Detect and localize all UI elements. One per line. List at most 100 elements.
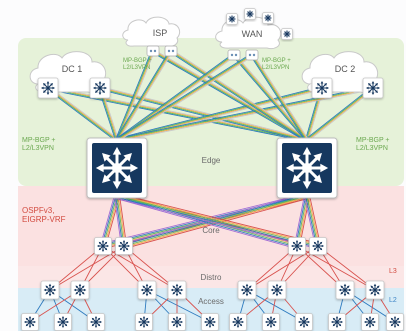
arrow-head [229, 16, 231, 18]
edge-left-uplink-6-strand [116, 54, 235, 141]
arrow-head [142, 285, 146, 289]
arrow-head [371, 317, 375, 321]
arrow-head [31, 323, 35, 327]
arrow-head [24, 320, 27, 324]
switch-hub [98, 86, 102, 90]
arrow-head [275, 294, 279, 297]
wan-port-0-body [227, 49, 241, 61]
arrow-head [299, 317, 303, 321]
arrow-head [365, 317, 369, 321]
arrow-head [338, 323, 342, 327]
switch-hub [46, 86, 50, 90]
access-switch-2 [87, 313, 105, 331]
isp-port-1-dot [167, 49, 171, 53]
arrow-head [321, 244, 324, 248]
arrow-head [373, 283, 377, 286]
core-right-switch-0 [288, 237, 306, 255]
arrow-head [104, 241, 108, 245]
arrow-head [265, 19, 267, 21]
arrow-head [368, 90, 371, 93]
switch-hub [269, 320, 273, 324]
arrow-head [98, 247, 102, 251]
switch-glyph [204, 316, 216, 328]
arrow-head [267, 20, 269, 22]
arrow-head [249, 10, 251, 12]
arrow-head [46, 80, 50, 84]
edge-right-uplink-5-strand [170, 50, 308, 141]
arrow-head [142, 316, 146, 319]
arrow-head [142, 325, 146, 328]
arrow-head [298, 320, 301, 324]
arrow-head [300, 244, 303, 248]
distro-switch-7 [365, 280, 385, 300]
arrow-head [94, 325, 98, 328]
arrow-head [312, 244, 315, 248]
arrow-head [376, 291, 380, 295]
edge-right-uplink-5-strand [170, 50, 308, 141]
switch-glyph [365, 80, 381, 96]
switch-hub [145, 288, 149, 292]
arrow-head [316, 240, 320, 243]
switch-hub [275, 288, 279, 292]
switch-hub [393, 320, 397, 324]
edge-right-core-1-strand [123, 194, 308, 246]
arrow-head [204, 320, 207, 324]
arrow-head [205, 317, 209, 321]
edge-left-uplink-0 [46, 86, 119, 142]
wan-port-0-dot [230, 53, 234, 57]
isp-cloud: ISP [122, 16, 181, 47]
arrow-head [288, 35, 290, 37]
arrow-head [54, 288, 57, 292]
l2-label: L2 [389, 297, 397, 304]
arrow-head [265, 320, 268, 324]
wan-router-icon-0 [226, 13, 238, 25]
edge-left-uplink-5 [115, 49, 173, 142]
arrow-head [92, 86, 96, 90]
arrow-head [335, 316, 339, 319]
core-right-distro-1-0-strand [246, 245, 319, 291]
edge-left-uplink-7-strand [116, 54, 253, 141]
access-switch-11 [386, 313, 404, 331]
arrow-head [147, 320, 150, 324]
arrow-head [31, 317, 35, 321]
arrow-head [320, 163, 329, 173]
arrow-head [324, 90, 327, 93]
arrow-head [125, 247, 129, 251]
arrow-head [66, 320, 69, 324]
arrow-head [349, 288, 352, 292]
edge-left-uplink-5-strand [117, 51, 173, 142]
edge-right-uplink-7 [250, 53, 309, 142]
arrow-head [73, 288, 76, 292]
switch-hub [122, 244, 126, 248]
arrow-head [364, 320, 367, 324]
switch-glyph [283, 30, 291, 38]
arrow-head [305, 317, 309, 321]
switch-glyph [170, 283, 184, 297]
arrow-head [298, 247, 302, 251]
arrow-head [57, 320, 60, 324]
distro-switch-0 [40, 280, 60, 300]
wan-router-icon-3 [281, 28, 293, 40]
arrow-head [390, 317, 394, 321]
arrow-head [389, 320, 392, 324]
arrow-head [112, 181, 122, 190]
arrow-head [119, 247, 123, 251]
core-zone [18, 186, 404, 266]
isp-left-line1: MP-BGP + [123, 58, 152, 64]
edge-left-uplink-5-strand [115, 49, 171, 140]
arrow-head [101, 240, 105, 243]
core-left-line1: OSPFv3, [22, 206, 54, 215]
arrow-head [302, 316, 306, 319]
arrow-head [172, 317, 176, 321]
edge-left-core-3 [115, 193, 320, 249]
switch-glyph [232, 316, 244, 328]
arrow-head [251, 288, 254, 292]
distro-switch-3 [167, 280, 187, 300]
arrow-head [320, 92, 324, 96]
arrow-head [140, 288, 143, 292]
arrow-head [284, 31, 286, 33]
switch-glyph [24, 316, 36, 328]
switch-hub [94, 320, 98, 324]
arrow-head [314, 86, 318, 90]
